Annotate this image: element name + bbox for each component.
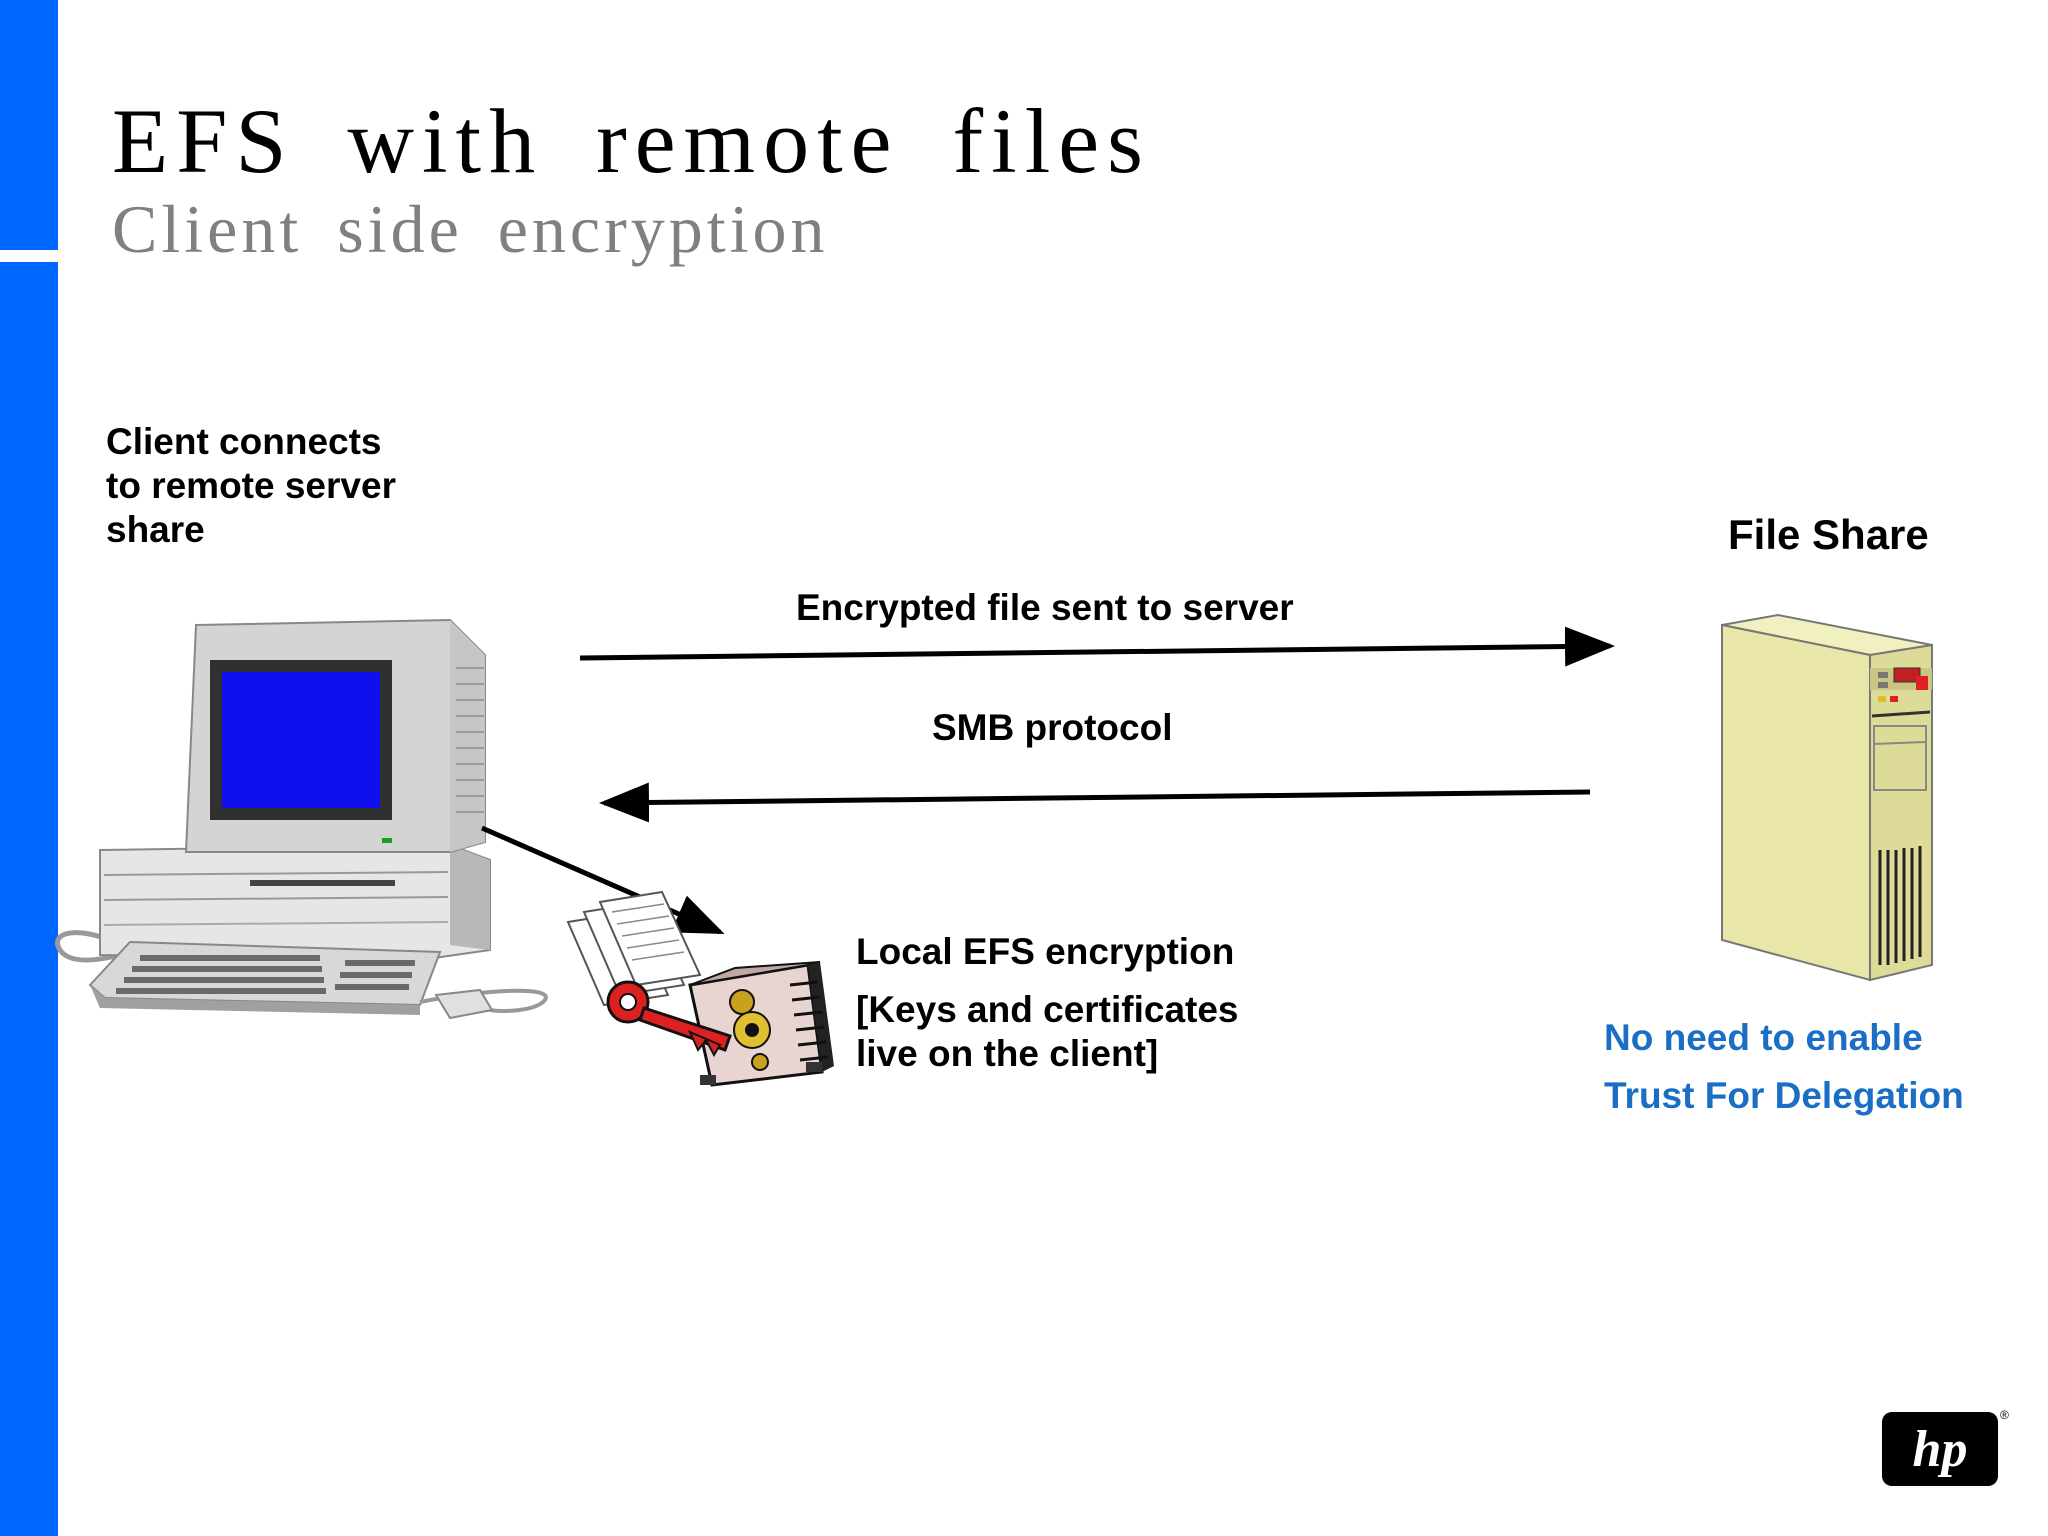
server-icon [1721,613,1933,982]
file-share-label: File Share [1728,511,1929,558]
client-connects-label: Client connects to remote server share [106,421,396,550]
encrypted-sent-label: Encrypted file sent to server [796,587,1294,628]
keys-certificates-label: [Keys and certificates live on the clien… [856,989,1239,1074]
registered-mark: ® [2000,1408,2009,1422]
safe-key-icon [566,890,834,1087]
smb-protocol-label: SMB protocol [932,707,1173,748]
slide-title: EFS with remote files [112,90,1151,192]
local-efs-label: Local EFS encryption [856,931,1235,972]
arrow-to-efs [480,825,725,935]
arrow-to-server [579,626,1615,667]
no-need-label: No need to enable [1604,1017,1923,1058]
arrow-to-client [599,782,1591,823]
computer-icon [55,618,548,1020]
trust-delegation-label: Trust For Delegation [1604,1075,1964,1116]
hp-logo: hp [1882,1412,1998,1486]
accent-bar-bottom [0,262,58,1536]
slide-subtitle: Client side encryption [112,191,829,267]
accent-bar-top [0,0,58,250]
